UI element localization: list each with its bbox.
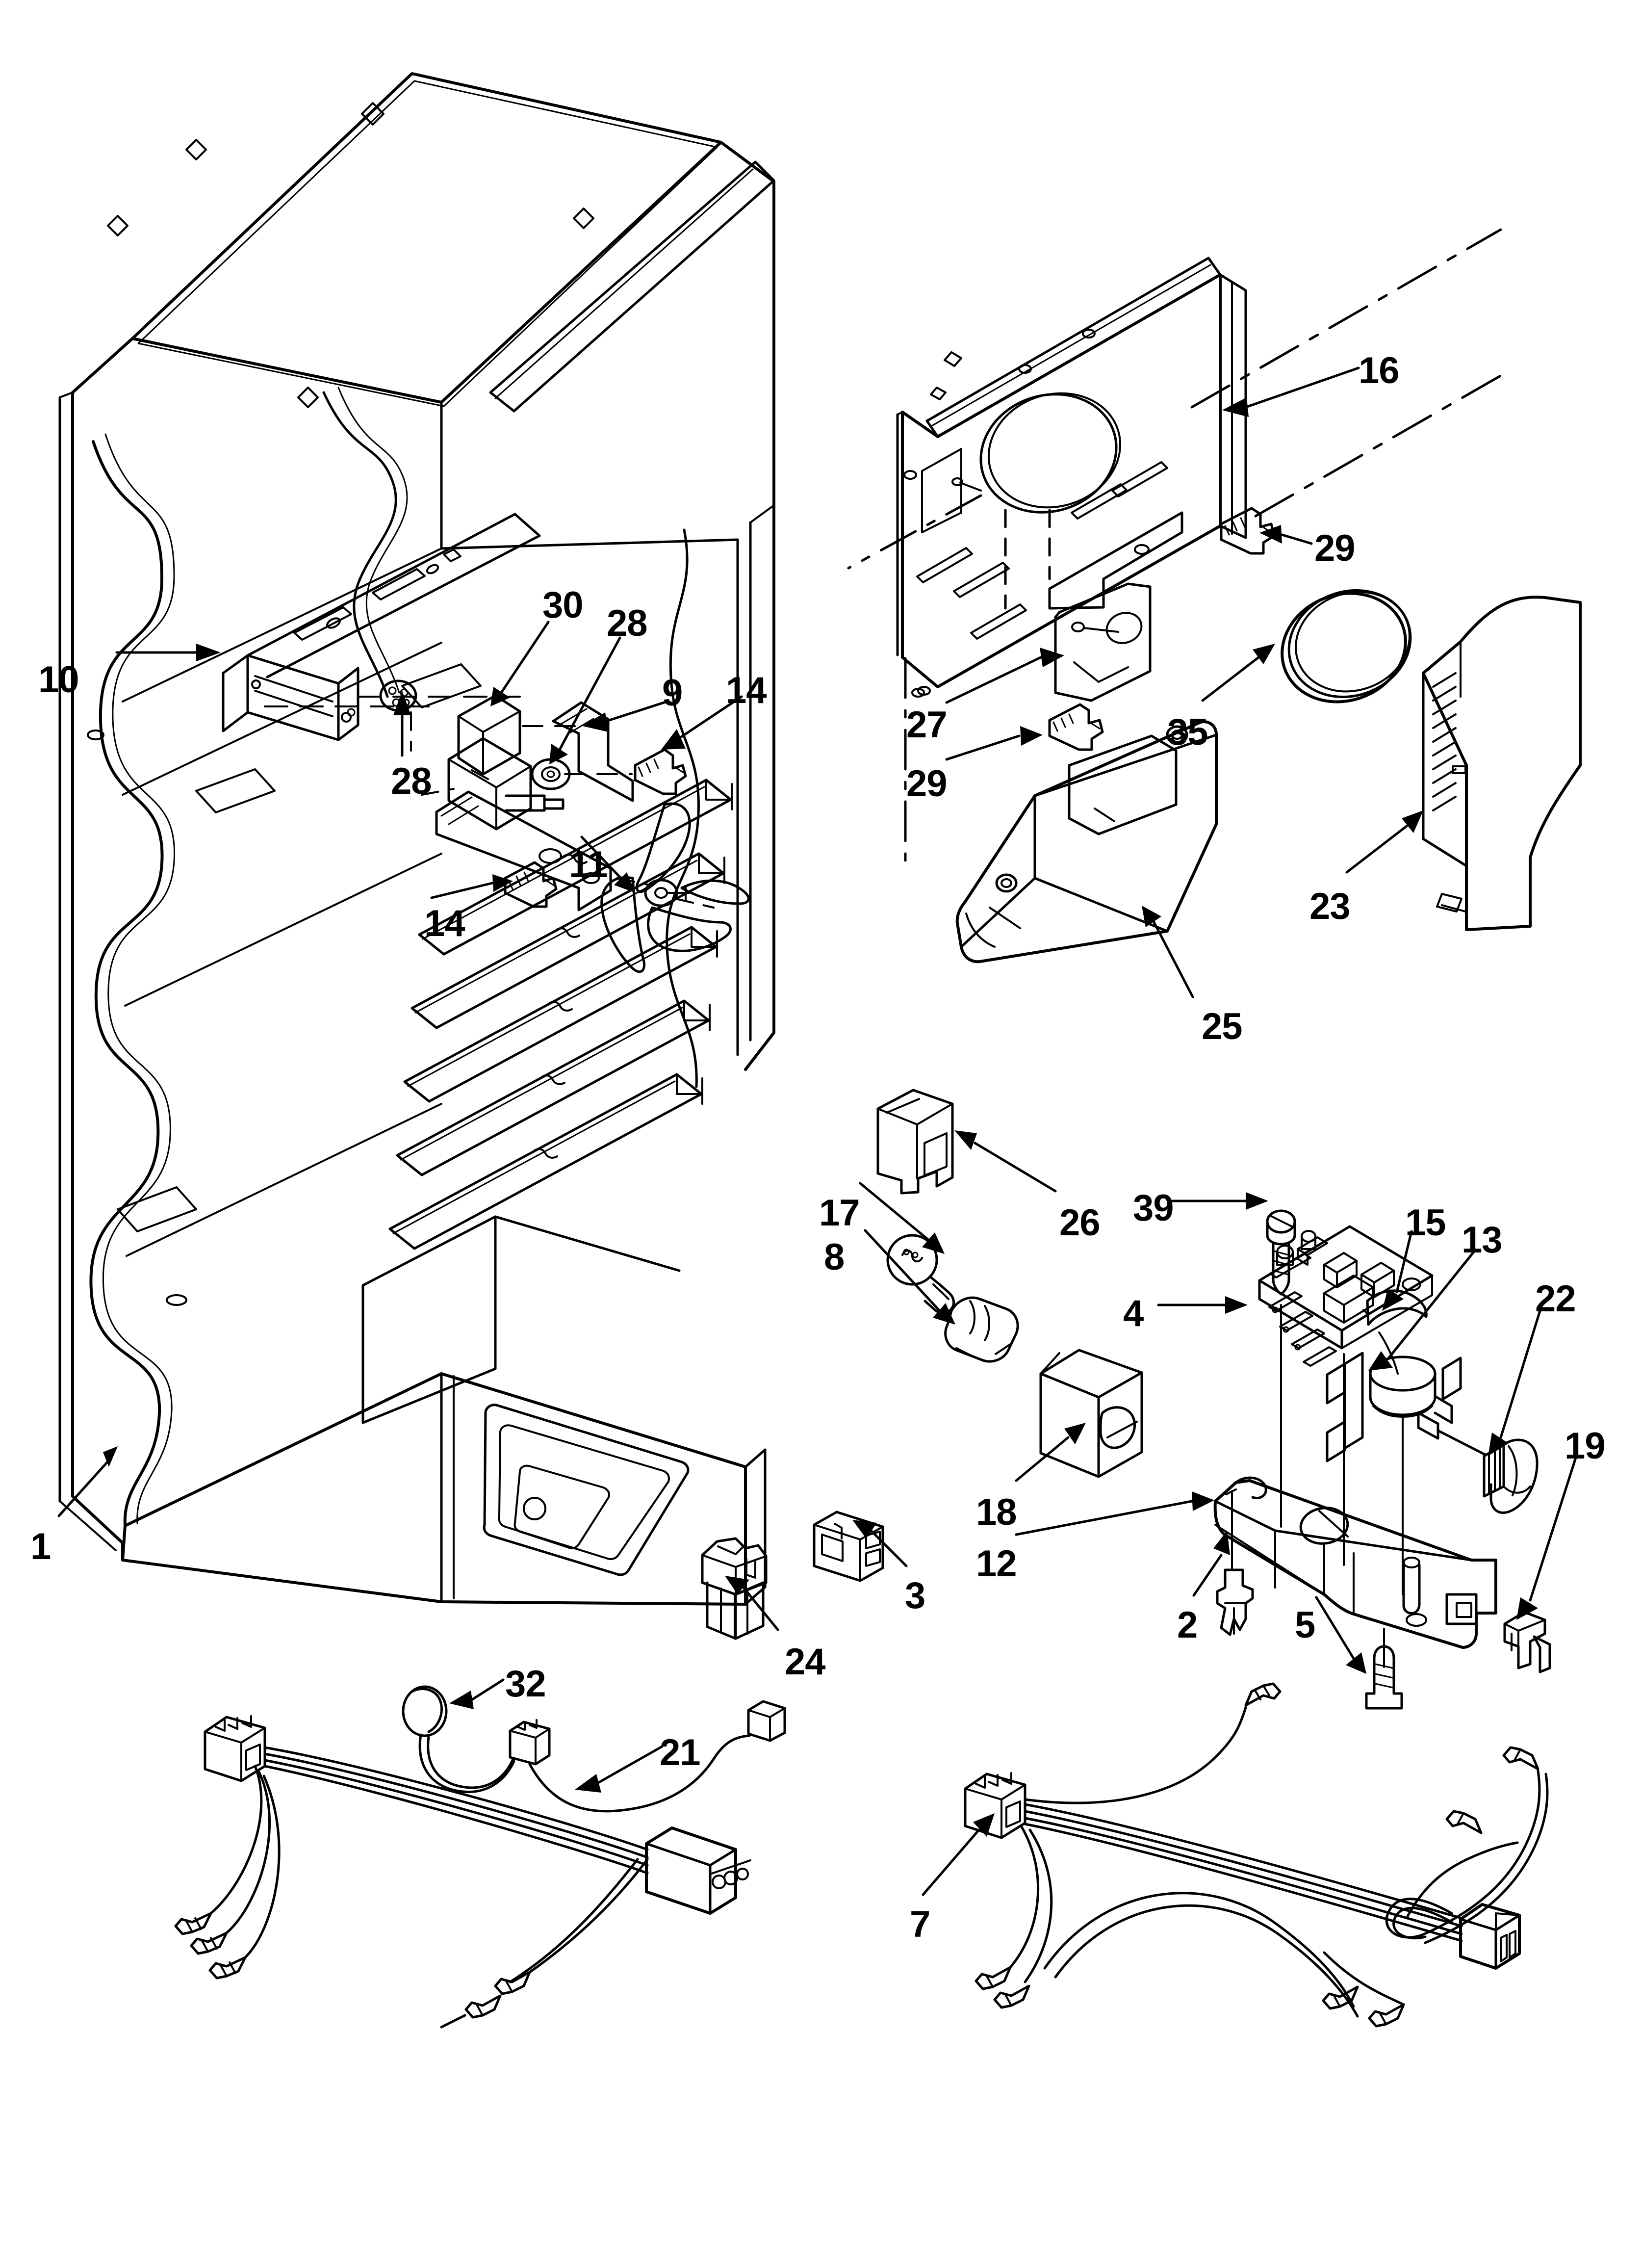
callout-number-upper-wiring-harness[interactable]: 21 — [660, 1732, 701, 1773]
light-switch-housing-26 — [876, 1089, 954, 1195]
callout-number-hex-head-screw[interactable]: 14 — [726, 670, 767, 711]
lower-wiring-harness-7 — [964, 1682, 1549, 2028]
callout-number-electronic-control-board[interactable]: 4 — [1123, 1293, 1144, 1334]
callout-number-cabinet-liner[interactable]: 1 — [30, 1526, 51, 1567]
callout-number-rear-liner-trim-panel[interactable]: 23 — [1309, 886, 1351, 927]
callout-number-light-bulb[interactable]: 17 — [819, 1192, 860, 1234]
callout-number-bulb-socket-retainer[interactable]: 8 — [824, 1236, 845, 1278]
callout-number-mounting-screw[interactable]: 29 — [906, 763, 948, 805]
callout-number-fan-motor-washer[interactable]: 28 — [607, 602, 648, 644]
cabinet-liner-shape — [58, 72, 775, 1606]
callout-number-board-mounting-screw[interactable]: 39 — [1133, 1187, 1174, 1229]
grommet-32 — [402, 1685, 448, 1737]
callout-number-hex-head-screw[interactable]: 14 — [424, 903, 465, 944]
board-screw-39 — [1266, 1209, 1296, 1296]
push-in-fastener-2 — [1216, 1568, 1254, 1636]
callout-number-wire-terminal-connector[interactable]: 19 — [1565, 1425, 1606, 1467]
callout-number-light-switch-housing[interactable]: 26 — [1059, 1202, 1101, 1244]
callout-number-evaporator-fan-bracket[interactable]: 9 — [662, 672, 683, 714]
air-duct-cover-25 — [955, 720, 1218, 964]
bulb-socket-retainer-8 — [944, 1296, 1019, 1363]
wire-terminal-19 — [1503, 1611, 1551, 1673]
callout-number-grommet[interactable]: 32 — [505, 1663, 546, 1705]
callout-number-shelf-support-bracket[interactable]: 10 — [38, 659, 79, 701]
light-bulb-17 — [886, 1234, 955, 1314]
shelf-support-bracket-10 — [222, 513, 541, 741]
callout-number-lower-wiring-harness[interactable]: 7 — [910, 1903, 930, 1945]
callout-number-fan-motor-mount-grommet[interactable]: 30 — [542, 584, 584, 626]
callout-number-push-in-fastener[interactable]: 2 — [1177, 1604, 1198, 1646]
callout-number-light-shield-cover[interactable]: 18 — [976, 1491, 1017, 1533]
drain-pan-screw-5 — [1365, 1645, 1403, 1710]
callout-number-rear-air-duct-panel[interactable]: 16 — [1359, 350, 1400, 391]
leader-lines — [57, 366, 1578, 1896]
callout-number-wire-connector-plug[interactable]: 24 — [785, 1641, 826, 1683]
callout-number-air-duct-gasket-ring[interactable]: 35 — [1167, 711, 1208, 753]
terminal-block-3 — [813, 1511, 884, 1582]
callout-number-damper-control-plate[interactable]: 27 — [906, 704, 948, 746]
capillary-clip-15 — [1366, 1289, 1428, 1326]
callout-number-temperature-control-thermostat[interactable]: 13 — [1462, 1219, 1503, 1261]
callout-number-air-duct-cover[interactable]: 25 — [1202, 1006, 1243, 1047]
callout-number-capillary-tube-clip[interactable]: 15 — [1405, 1202, 1446, 1244]
callout-number-control-box-stud-pin[interactable]: 12 — [976, 1543, 1017, 1585]
callout-number-drain-pan-screw[interactable]: 5 — [1295, 1604, 1315, 1646]
light-shield-cover-18 — [1039, 1349, 1143, 1478]
callout-number-mounting-screw[interactable]: 29 — [1314, 527, 1356, 569]
wire-connector-plug-24 — [701, 1537, 768, 1640]
control-box-base — [1213, 1304, 1497, 1668]
control-board-4 — [1258, 1225, 1434, 1367]
thermostat-13 — [1326, 1331, 1488, 1462]
callout-number-terminal-block-connector[interactable]: 3 — [905, 1575, 925, 1616]
rear-liner-trim-23 — [1422, 596, 1582, 931]
callout-number-control-knob[interactable]: 22 — [1535, 1278, 1576, 1320]
callout-number-fan-motor-washer[interactable]: 28 — [391, 760, 432, 802]
callout-number-evaporator-fan-blade[interactable]: 11 — [569, 844, 608, 886]
mounting-screw-29b — [1048, 703, 1104, 751]
duct-gasket-ring-35 — [1281, 589, 1412, 704]
upper-wiring-harness-21 — [174, 1700, 786, 2029]
